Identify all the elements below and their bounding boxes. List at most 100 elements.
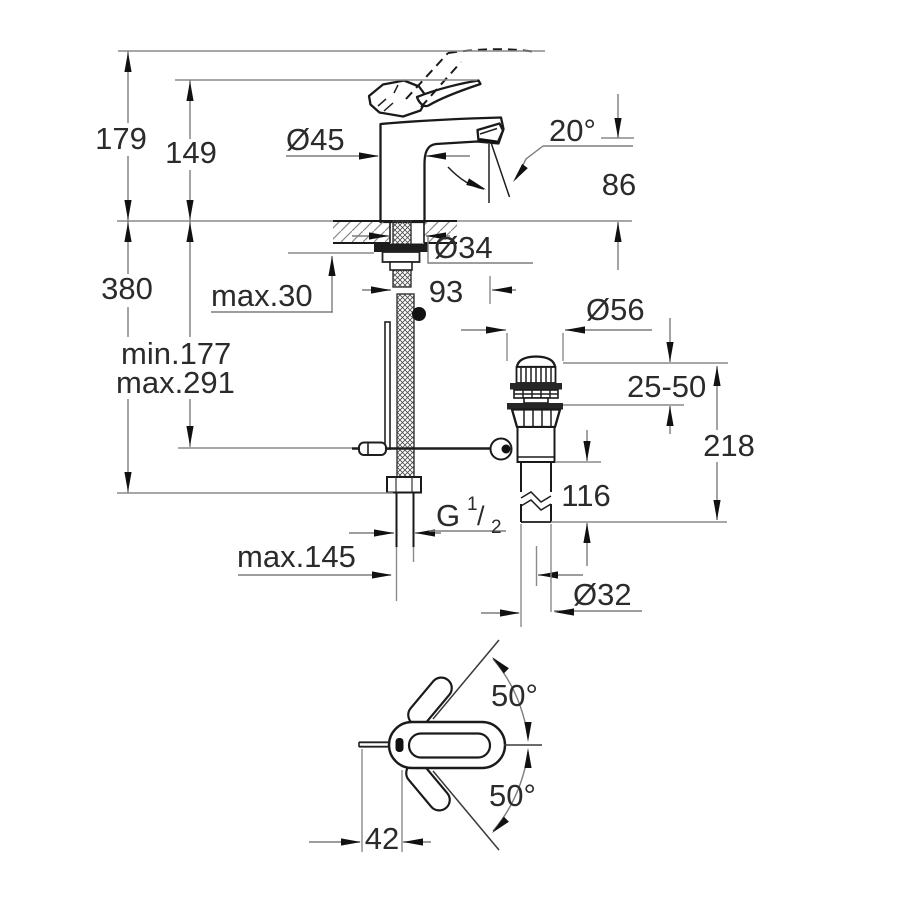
arrowhead-right [341, 838, 361, 846]
arrowhead-right [371, 286, 391, 294]
arrowhead-right [372, 571, 392, 579]
arrowhead-down [614, 118, 622, 138]
arc-arrowhead-top [492, 657, 509, 674]
dim-label-50-lower: 50° [489, 778, 536, 813]
mounting-washer [374, 243, 428, 252]
dim-label-d34: Ø34 [434, 230, 493, 265]
dim-d32: Ø32 [481, 524, 642, 627]
plan-lever-slot [407, 732, 492, 759]
arrowhead-down [583, 441, 591, 461]
dim-label-179: 179 [95, 121, 147, 156]
aerator-lip [479, 138, 498, 144]
arrowhead-right [486, 326, 506, 334]
dim-label-max30: max.30 [211, 278, 313, 313]
dim-50deg-lower: 50° [489, 748, 536, 833]
arrowhead-down [124, 472, 132, 492]
dim-min-max-rod: min.177 max.291 [112, 221, 352, 449]
handle-base-ticks [377, 84, 399, 112]
dim-93: 93 [362, 274, 516, 309]
dim-label-d45: Ø45 [286, 122, 345, 157]
faucet-body [367, 48, 537, 224]
dim-max30: max.30 [211, 252, 374, 313]
drain-stem [523, 397, 549, 404]
arrowhead-right [369, 232, 389, 240]
dim-d45: Ø45 [286, 122, 470, 160]
drain-valve-body [516, 426, 556, 463]
drain-plug-rib-lines [520, 367, 552, 383]
arrowhead-up [666, 406, 674, 426]
dim-label-d56: Ø56 [586, 292, 645, 327]
arrowhead-up [583, 523, 591, 543]
arrowhead-up [713, 366, 721, 386]
dim-label-min177: min.177 [121, 336, 231, 371]
tailpipe-break-lower [520, 499, 552, 511]
dim-label-116: 116 [561, 478, 610, 513]
tailpipe-break-upper [520, 491, 552, 503]
dim-g-half: G 1 / 2 [349, 494, 506, 538]
mounting-stud [389, 261, 413, 271]
thread-label-numerator: 1 [467, 494, 478, 515]
label-bg [95, 274, 160, 307]
arrowhead-down [186, 200, 194, 220]
arrowhead-up [124, 52, 132, 72]
hose-knob [412, 307, 426, 321]
arrowhead-left [426, 152, 446, 160]
plan-diagonal-up [432, 639, 500, 720]
thread-label-denominator: 2 [491, 517, 502, 538]
arrowhead-up [328, 256, 336, 276]
arrowhead-up [614, 222, 622, 242]
label-bg [88, 123, 154, 156]
rod-clevis [358, 441, 387, 456]
arrowhead-down [666, 342, 674, 362]
thread-label-g: G [436, 498, 460, 533]
dim-label-max145: max.145 [237, 539, 356, 574]
dim-218: 218 [701, 366, 758, 520]
dim-149: 149 [160, 79, 477, 221]
arrowhead-right [359, 152, 379, 160]
dim-label-d32: Ø32 [573, 577, 632, 612]
countertop [117, 220, 632, 244]
arrowhead-left [565, 326, 585, 334]
label-bg [558, 480, 614, 512]
stream-angled-line [490, 143, 511, 198]
drain-plug-dome [515, 355, 557, 369]
handle-lever [415, 79, 482, 108]
dim-50deg-upper: 50° [491, 657, 538, 742]
dim-label-380: 380 [101, 271, 153, 306]
arrowhead-left [554, 608, 574, 616]
label-bg [599, 170, 639, 202]
deck-hatch-left [333, 222, 390, 242]
dim-179: 179 [88, 50, 545, 221]
rod-ball-joint [489, 437, 513, 461]
plan-logo-mark [395, 738, 404, 752]
label-bg [112, 337, 282, 399]
dim-label-42: 42 [365, 821, 399, 856]
pop-up-rod-vertical [384, 321, 391, 450]
mounting-nut [381, 251, 421, 263]
dim-d34: Ø34 [352, 230, 533, 265]
arrowhead-down [124, 200, 132, 220]
arc-arrowhead-center [524, 748, 532, 768]
dim-20deg: 20° [513, 113, 633, 182]
drain-flange-56 [507, 403, 563, 410]
arrowhead-up [124, 222, 132, 242]
g-half-connector [386, 476, 422, 494]
label-bg [701, 430, 758, 462]
dim-label-218: 218 [703, 428, 755, 463]
label-bg [160, 139, 222, 170]
leader-line [427, 237, 533, 264]
dim-max145: max.145 [237, 539, 583, 586]
arc-arrowhead-center [524, 722, 532, 742]
dim-25-50: 25-50 [563, 318, 728, 434]
drain-assembly [489, 355, 563, 523]
dim-label-50-upper: 50° [491, 678, 538, 713]
arrowhead-left [403, 838, 423, 846]
dim-label-max291: max.291 [116, 365, 235, 400]
arrowhead-left [492, 286, 512, 294]
dim-label-25-50: 25-50 [627, 369, 706, 404]
rod-ball-center [501, 444, 511, 454]
drain-locknut [510, 408, 562, 429]
dim-label-20deg: 20° [549, 113, 596, 148]
